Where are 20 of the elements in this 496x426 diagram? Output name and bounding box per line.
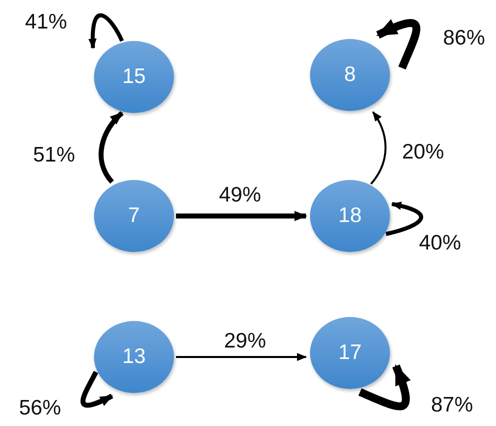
state-number: 8 (344, 63, 356, 87)
self-loop-arrow (376, 19, 420, 70)
self-loop-arrow (88, 14, 124, 50)
state-number: 15 (122, 65, 146, 89)
state-circle (94, 41, 174, 113)
state-number: 7 (128, 204, 140, 228)
arrow (176, 353, 307, 361)
state-number: 18 (338, 204, 362, 228)
self-loop-arrow (80, 370, 114, 408)
state-circle (310, 39, 390, 111)
state-number: 13 (122, 345, 146, 369)
state-circle (94, 321, 174, 393)
state-circle (310, 180, 390, 252)
self-loop-arrow (358, 364, 410, 410)
self-loop-arrow (386, 202, 423, 236)
state-number: 17 (338, 341, 362, 365)
arrow (370, 111, 386, 185)
arrow (98, 111, 124, 184)
state-circle (94, 180, 174, 252)
arrow (176, 210, 308, 222)
